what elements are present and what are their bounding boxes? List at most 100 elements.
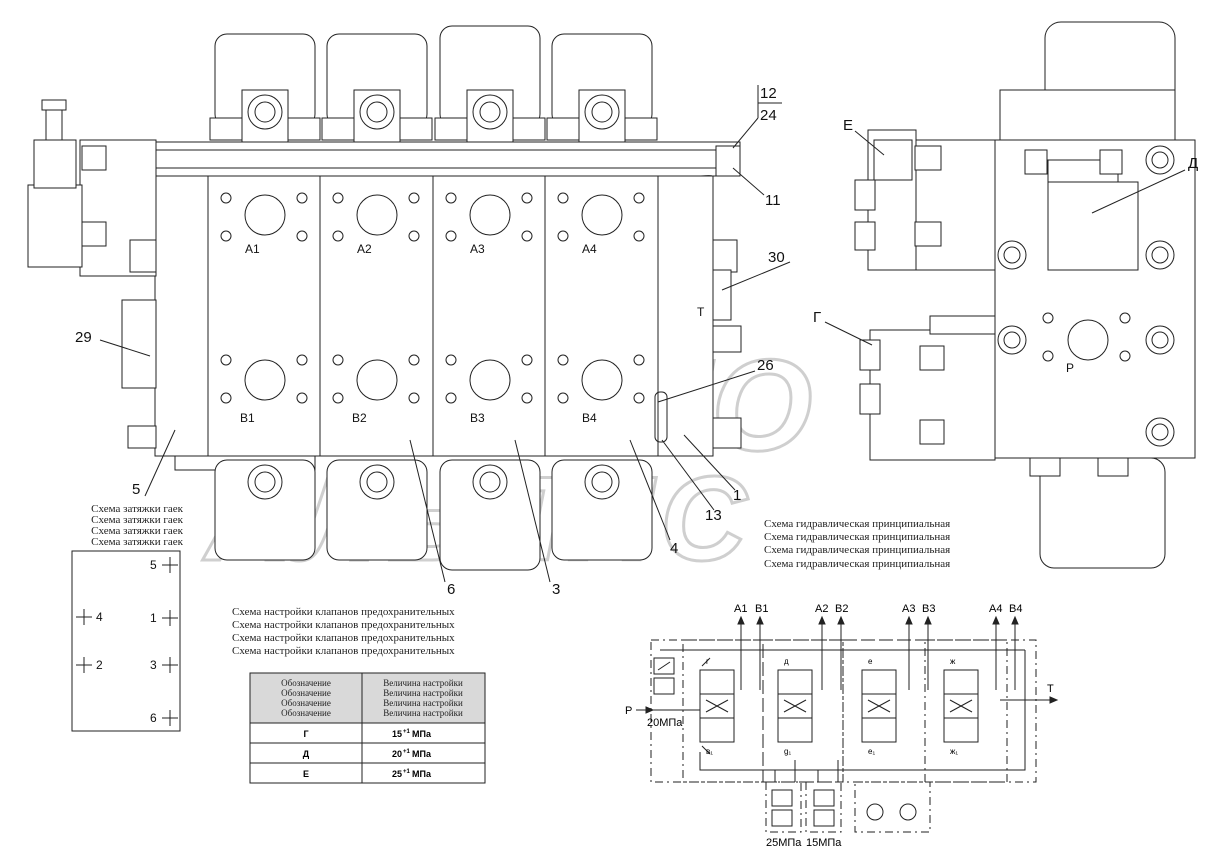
port-label-a4: А4 xyxy=(582,242,597,256)
svg-text:А1: А1 xyxy=(734,603,747,615)
svg-text:Обозначение: Обозначение xyxy=(281,708,331,718)
callout-t: Т xyxy=(697,305,705,319)
port-labels-b: В1 В2 В3 В4 xyxy=(240,411,597,425)
svg-text:В3: В3 xyxy=(922,603,935,615)
svg-text:Схема гидравлическая принципиа: Схема гидравлическая принципиальная xyxy=(764,531,950,543)
svg-text:Схема настройки клапанов предо: Схема настройки клапанов предохранительн… xyxy=(232,632,455,644)
svg-text:е: е xyxy=(868,657,873,666)
svg-text:Схема гидравлическая принципиа: Схема гидравлическая принципиальная xyxy=(764,518,950,530)
callout-12: 12 xyxy=(760,85,777,102)
svg-text:Схема гидравлическая принципиа: Схема гидравлическая принципиальная xyxy=(764,544,950,556)
front-view: А1 А2 А3 А4 В1 В2 В3 В4 xyxy=(27,25,791,598)
svg-text:в₁: в₁ xyxy=(706,747,713,756)
outlet-label: Т xyxy=(1047,683,1054,695)
callout-g: Г xyxy=(813,309,821,326)
nut-mark-4: 4 xyxy=(96,610,103,624)
tie-rod xyxy=(129,141,741,187)
nut-mark-5: 5 xyxy=(150,558,157,572)
port-label-b4: В4 xyxy=(582,411,597,425)
svg-text:Обозначение: Обозначение xyxy=(281,698,331,708)
callout-11: 11 xyxy=(765,192,781,209)
nut-mark-1: 1 xyxy=(150,611,157,625)
relief-valve-main xyxy=(653,657,675,695)
svg-text:g₁: g₁ xyxy=(784,747,791,756)
svg-text:Схема затяжки гаек: Схема затяжки гаек xyxy=(91,525,183,537)
settings-table: Обозначение Обозначение Обозначение Обоз… xyxy=(249,672,486,784)
port-label-b3: В3 xyxy=(470,411,485,425)
nut-tightening-scheme: Схема затяжки гаек Схема затяжки гаек Сх… xyxy=(71,503,184,732)
settings-row-e-exp: +1 xyxy=(403,769,411,775)
svg-text:Схема настройки клапанов предо: Схема настройки клапанов предохранительн… xyxy=(232,619,455,631)
callout-5: 5 xyxy=(132,481,140,498)
svg-text:Величина настройки: Величина настройки xyxy=(383,688,463,698)
port-labels-a: А1 А2 А3 А4 xyxy=(245,242,597,256)
callout-p: Р xyxy=(1066,361,1074,375)
relief-valves-bottom xyxy=(771,760,917,827)
ports-upper xyxy=(220,192,645,242)
svg-text:е₁: е₁ xyxy=(868,747,875,756)
settings-row-g-unit: МПа xyxy=(412,729,432,739)
relief-main-label: 20МПа xyxy=(647,717,683,729)
ports-lower xyxy=(220,354,668,443)
settings-row-e-value: 25 xyxy=(392,769,402,779)
port-label-a1: А1 xyxy=(245,242,260,256)
callout-d: Д xyxy=(1188,155,1198,172)
svg-text:ж: ж xyxy=(950,657,956,666)
settings-row-d-exp: +1 xyxy=(403,749,411,755)
svg-text:Схема затяжки гаек: Схема затяжки гаек xyxy=(91,503,183,515)
svg-text:А4: А4 xyxy=(989,603,1002,615)
settings-row-g-value: 15 xyxy=(392,729,402,739)
spool-1 xyxy=(699,657,735,755)
settings-row-d-unit: МПа xyxy=(412,749,432,759)
svg-text:В2: В2 xyxy=(835,603,848,615)
callout-e: Е xyxy=(843,117,853,134)
callout-29: 29 xyxy=(75,329,92,346)
port-label-b1: В1 xyxy=(240,411,255,425)
port-lines xyxy=(636,615,1059,771)
port-label-a3: А3 xyxy=(470,242,485,256)
relief-right-label: 15МПа xyxy=(806,837,842,849)
side-view: Е Д Г Р xyxy=(813,21,1198,569)
callout-24: 24 xyxy=(760,107,777,124)
svg-text:Схема затяжки гаек: Схема затяжки гаек xyxy=(91,536,183,548)
svg-text:Схема гидравлическая принципиа: Схема гидравлическая принципиальная xyxy=(764,558,950,570)
nut-scheme-frame xyxy=(71,550,181,732)
solenoid-caps-top xyxy=(209,25,658,143)
port-label-a2: А2 xyxy=(357,242,372,256)
svg-text:А3: А3 xyxy=(902,603,915,615)
svg-text:д: д xyxy=(784,657,789,666)
svg-text:В4: В4 xyxy=(1009,603,1022,615)
svg-text:Обозначение: Обозначение xyxy=(281,688,331,698)
port-label-b2: В2 xyxy=(352,411,367,425)
settings-row-e-designation: Е xyxy=(303,769,309,779)
settings-row-g-exp: +1 xyxy=(403,729,411,735)
nut-mark-3: 3 xyxy=(150,658,157,672)
leader-lines xyxy=(99,85,791,583)
svg-text:Величина настройки: Величина настройки xyxy=(383,708,463,718)
svg-text:Схема затяжки гаек: Схема затяжки гаек xyxy=(91,514,183,526)
callouts-front: 12 24 11 30 Т 29 26 1 13 4 3 6 5 xyxy=(75,85,785,598)
svg-text:г: г xyxy=(706,657,709,666)
callout-6: 6 xyxy=(447,581,455,598)
inlet-label: Р xyxy=(625,705,632,717)
settings-row-d-designation: Д xyxy=(303,749,310,759)
settings-row-d-value: 20 xyxy=(392,749,402,759)
valve-settings: Схема настройки клапанов предохранительн… xyxy=(232,606,486,784)
hydraulic-scheme: Схема гидравлическая принципиальная Схем… xyxy=(625,518,1059,849)
svg-text:В1: В1 xyxy=(755,603,768,615)
callout-1: 1 xyxy=(733,487,741,504)
svg-text:Схема настройки клапанов предо: Схема настройки клапанов предохранительн… xyxy=(232,645,455,657)
spool-sections xyxy=(699,657,979,755)
relief-left-label: 25МПа xyxy=(766,837,802,849)
callout-4: 4 xyxy=(670,540,678,557)
svg-text:Величина настройки: Величина настройки xyxy=(383,678,463,688)
spool-marks: г д е ж в₁ g₁ е₁ ж₁ xyxy=(706,657,958,756)
svg-text:А2: А2 xyxy=(815,603,828,615)
svg-text:Схема настройки клапанов предо: Схема настройки клапанов предохранительн… xyxy=(232,606,455,618)
hydraulic-scheme-caption: Схема гидравлическая принципиальная Схем… xyxy=(764,518,950,570)
valve-body xyxy=(27,99,742,571)
svg-text:ж₁: ж₁ xyxy=(950,747,958,756)
settings-row-e-unit: МПа xyxy=(412,769,432,779)
